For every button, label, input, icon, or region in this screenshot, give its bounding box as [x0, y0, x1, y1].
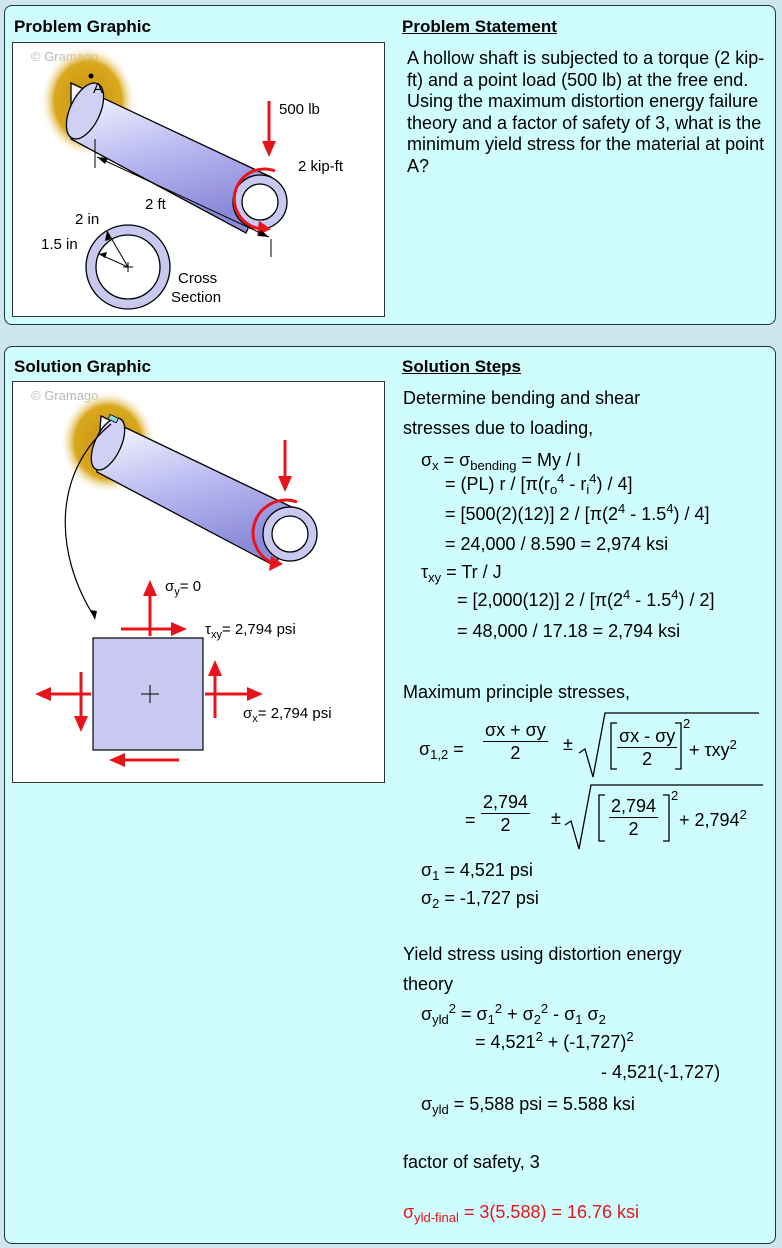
length-label: 2 ft	[145, 196, 167, 213]
sigma-x-right-arrow	[247, 687, 263, 701]
solution-diagram: © Gramago	[31, 388, 332, 767]
factor-of-safety: factor of safety, 3	[403, 1152, 540, 1172]
load-label: 500 lb	[279, 101, 320, 118]
intro-line-1: Determine bending and shear	[403, 388, 641, 408]
eq-line-3: = [500(2)(12)] 2 / [π(24 - 1.54) / 4]	[445, 501, 710, 524]
sqrt-1	[578, 712, 759, 778]
principal-title: Maximum principle stresses,	[403, 682, 631, 702]
tau-bottom-arrow	[109, 753, 125, 767]
problem-graphic-title: Problem Graphic	[14, 17, 151, 36]
pointer-arrow	[64, 423, 112, 619]
sigma-12-label: σ1,2 =	[419, 739, 464, 762]
element-marker	[107, 413, 119, 424]
final-answer: σyld-final = 3(5.588) = 16.76 ksi	[403, 1202, 640, 1225]
torque-arrow	[232, 167, 276, 231]
eq2-tail: + 2,7942	[679, 807, 747, 830]
cross-section-label-1: Cross	[178, 270, 217, 287]
torque-label: 2 kip-ft	[298, 158, 344, 175]
tau-top-arrow	[171, 622, 187, 636]
sigma-y-label: σy= 0	[165, 578, 201, 598]
solution-panel: Solution Graphic Solution Steps © Gramag…	[4, 346, 776, 1244]
sigma-y-arrow	[143, 580, 157, 596]
eq-sigma-x: σx = σbending = My / I	[421, 450, 582, 473]
yield-eq-4: σyld = 5,588 psi = 5.588 ksi	[421, 1094, 635, 1117]
point-a-dot	[88, 73, 94, 79]
eq-line-2: = (PL) r / [π(ro4 - ri4) / 4]	[445, 471, 633, 497]
solution-steps-title: Solution Steps	[402, 357, 521, 376]
problem-diagram: © Gramago A 500 lb 2 kip-ft 2 ft	[31, 45, 344, 310]
torque-arrow	[251, 498, 298, 566]
plus-minus-2: ±	[551, 808, 561, 828]
load-arrow	[262, 141, 276, 157]
problem-statement-title: Problem Statement	[402, 17, 557, 36]
yield-eq-1: σyld2 = σ12 + σ22 - σ1 σ2	[421, 1001, 606, 1027]
sigma-x-label: σx= 2,794 psi	[243, 705, 332, 725]
problem-statement-text: A hollow shaft is subjected to a torque …	[407, 48, 765, 176]
tau-left-arrow	[74, 716, 88, 732]
plus-minus-1: ±	[563, 734, 573, 754]
sigma-x-left-arrow	[35, 687, 51, 701]
equals-2: =	[465, 810, 476, 830]
solution-graphic: © Gramago	[12, 381, 385, 783]
eq-line-4: = 24,000 / 8.590 = 2,974 ksi	[445, 534, 669, 554]
sqrt-2	[564, 784, 763, 850]
plus-tau: + τxy2	[689, 737, 737, 760]
yield-eq-3: - 4,521(-1,727)	[601, 1062, 721, 1082]
point-a-label: A	[93, 80, 103, 97]
exp-2a: 2	[683, 716, 691, 731]
tau-label: τxy= 2,794 psi	[205, 621, 296, 641]
eq-line-7: = 48,000 / 17.18 = 2,794 ksi	[457, 621, 681, 641]
load-arrow	[278, 476, 292, 492]
solution-graphic-title: Solution Graphic	[14, 357, 151, 376]
yield-title-2: theory	[403, 974, 454, 994]
outer-radius-label: 2 in	[75, 211, 99, 228]
intro-line-2: stresses due to loading,	[403, 418, 594, 438]
sigma-2: σ2 = -1,727 psi	[421, 888, 539, 911]
eq-line-6: = [2,000(12)] 2 / [π(24 - 1.54) / 2]	[457, 587, 715, 610]
yield-eq-2: = 4,5212 + (-1,727)2	[475, 1029, 634, 1052]
eq-tau: τxy = Tr / J	[421, 562, 502, 585]
sigma-1: σ1 = 4,521 psi	[421, 860, 533, 883]
tau-right-arrow	[208, 660, 222, 676]
cross-section-label-2: Section	[171, 289, 221, 306]
exp-2b: 2	[671, 788, 679, 803]
problem-panel: Problem Graphic Problem Statement © Gram…	[4, 5, 776, 325]
yield-title-1: Yield stress using distortion energy	[403, 944, 682, 964]
problem-graphic: © Gramago A 500 lb 2 kip-ft 2 ft	[12, 42, 385, 317]
inner-radius-label: 1.5 in	[41, 236, 78, 253]
